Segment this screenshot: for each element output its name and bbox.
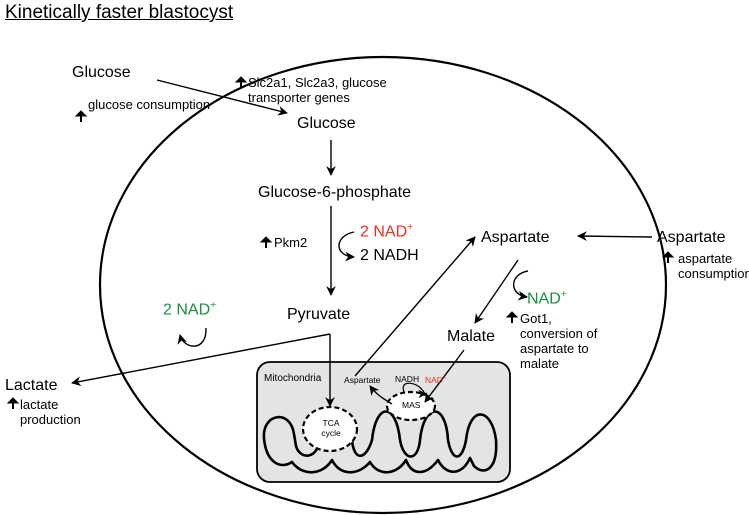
mas-label: MAS (402, 400, 421, 410)
arrow-aspartate-uptake (577, 231, 653, 242)
arrow-mas-to-aspartate (369, 385, 393, 405)
arrow-nadh-to-nad-curl (402, 382, 427, 399)
arrow-nad-left-curve (177, 327, 207, 347)
cell-boundary (98, 55, 668, 515)
mito-nad-label: NAD+ (425, 374, 447, 385)
up-arrow-icons (6, 76, 675, 409)
glucose-consumption-note: glucose consumption (88, 97, 211, 112)
glucose-6-phosphate-label: Glucose-6-phosphate (258, 184, 411, 201)
arrow-aspartate-to-malate (474, 259, 519, 324)
arrow-aspartate-export (354, 236, 476, 377)
arrow-nad-to-nadh (338, 231, 355, 262)
glucose-outside-label: Glucose (72, 64, 131, 81)
mito-aspartate-label: Aspartate (344, 375, 381, 385)
pkm2-label: Pkm2 (274, 235, 308, 250)
lactate-production-note: lactate production (20, 397, 81, 427)
nadh-top: 2 NADH (360, 247, 419, 264)
tca-cycle-circle (301, 405, 359, 453)
lactate-label: Lactate (5, 377, 58, 394)
arrow-nad-right-curve (512, 270, 529, 301)
arrow-glucose-uptake (156, 79, 288, 116)
figure-title: Kinetically faster blastocyst (5, 2, 234, 23)
arrow-malate-to-mas (424, 349, 465, 403)
aspartate-inside-label: Aspartate (481, 229, 550, 246)
mito-nadh-label: NADH (395, 374, 420, 384)
arrow-pyruvate-to-lactate (71, 333, 331, 387)
pyruvate-label: Pyruvate (287, 306, 351, 323)
mitochondria-label: Mitochondria (264, 373, 322, 384)
aspartate-outside-label: Aspartate (657, 229, 726, 246)
nad-plus-top: 2 NAD+ (360, 222, 414, 241)
aspartate-consumption-note: aspartate consumption (678, 251, 749, 281)
nad-plus-left: 2 NAD+ (163, 300, 217, 319)
tca-cycle-label: TCA cycle (321, 418, 341, 438)
got1-note: Got1, conversion of aspartate to malate (520, 311, 598, 371)
glucose-inside-label: Glucose (297, 115, 356, 132)
malate-label: Malate (447, 328, 496, 345)
transporter-note: Slc2a1, Slc2a3, glucose transporter gene… (248, 75, 387, 105)
nad-plus-right: NAD+ (527, 289, 567, 308)
mitochondria-box (256, 361, 511, 483)
mas-circle (385, 390, 437, 422)
